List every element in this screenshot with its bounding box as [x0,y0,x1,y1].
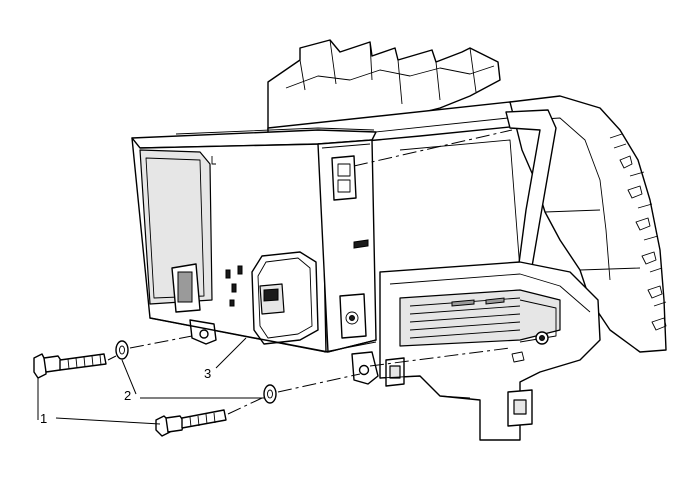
alignment-lines [107,129,513,415]
alignment-line-top [353,129,513,167]
leader-2 [121,359,264,399]
alignment-line-upper-bolt [107,335,193,361]
callout-label-2: 2 [124,388,131,403]
radio-module [131,127,379,385]
washer-lower [263,384,277,404]
bolt-upper [33,353,107,379]
alignment-line-lower-bolt [227,373,361,415]
washer-upper [115,340,129,360]
bolt-lower [155,409,227,437]
leader-1 [37,378,161,425]
alignment-line-rear-mount [369,347,511,367]
callout-label-3: 3 [204,366,211,381]
callouts: 1 2 3 [37,337,264,426]
leader-3 [215,337,247,369]
callout-label-1: 1 [40,411,47,426]
